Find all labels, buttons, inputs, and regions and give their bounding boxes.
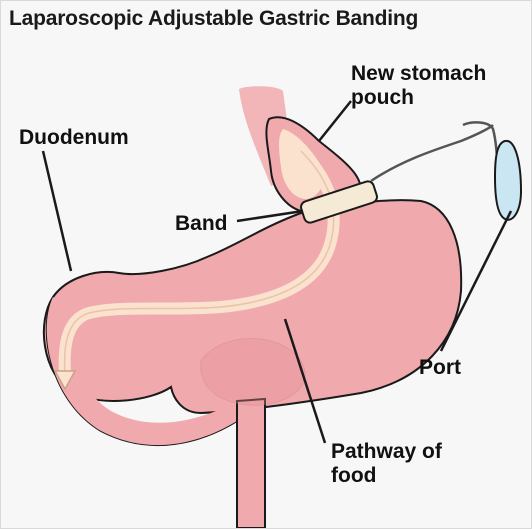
port-device [495,141,521,220]
label-band: Band [175,213,228,235]
label-pathway-line2: food [331,465,376,487]
pouch-leader [319,101,351,141]
band-tubing [371,125,493,181]
label-port: Port [419,357,461,379]
label-pathway-line1: Pathway of [331,441,442,463]
label-new-stomach-pouch-line2: pouch [351,87,414,109]
duodenum-leader [43,151,71,271]
small-intestine [237,399,265,528]
label-duodenum: Duodenum [19,127,129,149]
label-new-stomach-pouch-line1: New stomach [351,63,486,85]
